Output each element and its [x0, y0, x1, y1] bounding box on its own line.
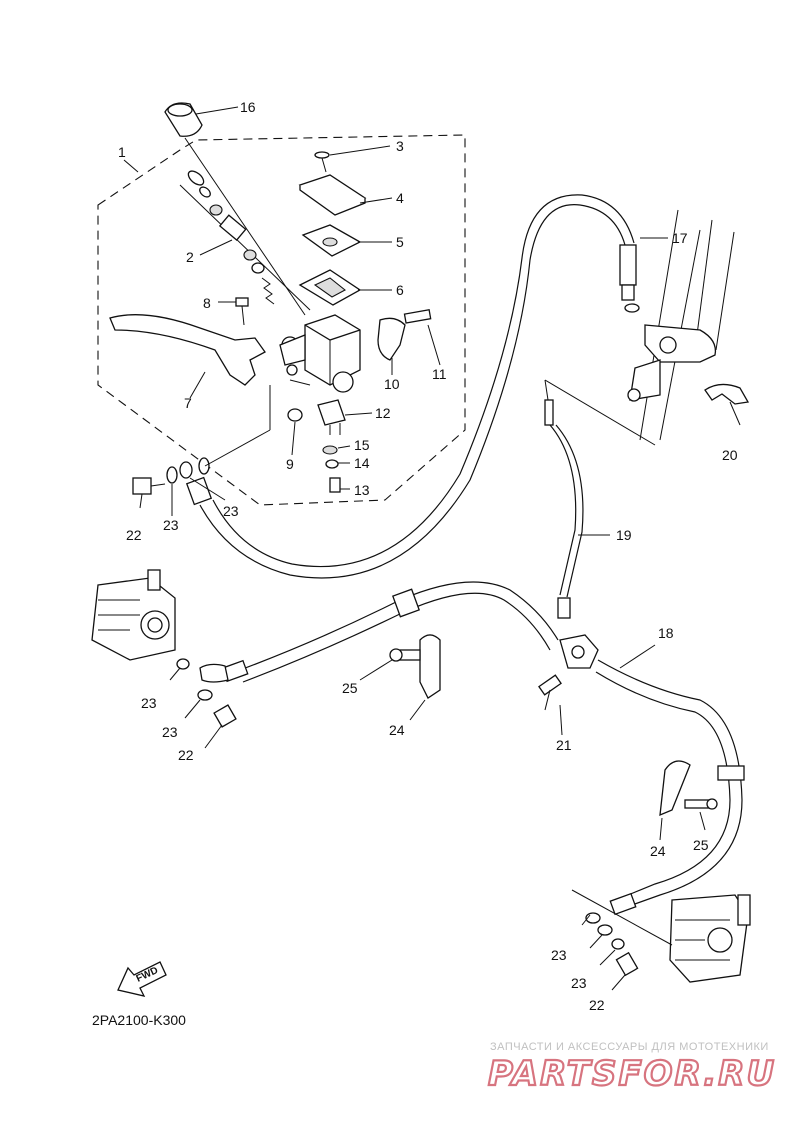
upper-banjo-stack — [132, 385, 271, 509]
clamp-24-middle — [359, 634, 441, 721]
callout-3: 3 — [396, 138, 404, 154]
callout-25-right: 25 — [693, 837, 709, 853]
part-12-switch — [317, 399, 373, 435]
watermark-logo: PARTSFOR.RU — [488, 1054, 776, 1094]
callout-23-left-b: 23 — [162, 724, 178, 740]
three-way-joint — [538, 634, 599, 736]
callout-9: 9 — [286, 456, 294, 472]
callout-8: 8 — [203, 295, 211, 311]
callout-17: 17 — [672, 230, 688, 246]
part-10-holder — [377, 317, 406, 375]
part-6-diaphragm — [298, 269, 392, 306]
part-8-bolt — [218, 297, 249, 326]
part-11-bolt — [403, 309, 441, 366]
right-lower-caliper — [571, 889, 751, 991]
brake-pipe-19 — [544, 379, 656, 619]
part-3-screw — [314, 145, 391, 173]
part-9-bushing — [287, 408, 303, 456]
brake-hose-upper-loop — [185, 194, 640, 579]
part-7-lever — [109, 314, 266, 399]
brake-hose-left — [199, 581, 559, 683]
callout-4: 4 — [396, 190, 404, 206]
upper-right-caliper-area — [627, 209, 750, 441]
callout-20: 20 — [722, 447, 738, 463]
callout-6: 6 — [396, 282, 404, 298]
callout-12: 12 — [375, 405, 391, 421]
callout-5: 5 — [396, 234, 404, 250]
callout-11: 11 — [432, 366, 447, 382]
brake-hose-right — [595, 644, 745, 916]
callout-24-right: 24 — [650, 843, 666, 859]
callout-23-upper-a: 23 — [163, 517, 179, 533]
callout-10: 10 — [384, 376, 400, 392]
part-4-cap — [298, 174, 393, 216]
part-16-boot — [164, 102, 306, 316]
callout-13: 13 — [354, 482, 370, 498]
callout-19: 19 — [616, 527, 632, 543]
callout-2: 2 — [186, 249, 194, 265]
callout-18: 18 — [658, 625, 674, 641]
callout-23-left-a: 23 — [141, 695, 157, 711]
callout-15: 15 — [354, 437, 370, 453]
fwd-arrow: FWD — [117, 961, 167, 997]
clamp-24-right — [659, 760, 718, 841]
callout-23-right-a: 23 — [551, 947, 567, 963]
callout-23-upper-b: 23 — [223, 503, 239, 519]
left-caliper — [91, 569, 237, 749]
callout-23-right-b: 23 — [571, 975, 587, 991]
parts-13-15-fasteners — [322, 445, 351, 493]
assembly-1-boundary — [97, 134, 466, 506]
callout-21: 21 — [556, 737, 572, 753]
callout-24-middle: 24 — [389, 722, 405, 738]
callout-1: 1 — [118, 144, 126, 160]
master-cylinder-body — [279, 314, 361, 393]
callout-22-upper: 22 — [126, 527, 142, 543]
part-5-plate — [301, 224, 392, 257]
watermark-tagline: ЗАПЧАСТИ И АКСЕССУАРЫ ДЛЯ МОТОТЕХНИКИ — [490, 1041, 769, 1053]
callout-16: 16 — [240, 99, 256, 115]
callout-14: 14 — [354, 455, 370, 471]
part-2-piston-kit — [179, 170, 311, 311]
callout-25-middle: 25 — [342, 680, 358, 696]
callout-22-left: 22 — [178, 747, 194, 763]
callout-7: 7 — [184, 395, 192, 411]
callout-22-right: 22 — [589, 997, 605, 1013]
diagram-code: 2PA2100-K300 — [92, 1012, 186, 1028]
